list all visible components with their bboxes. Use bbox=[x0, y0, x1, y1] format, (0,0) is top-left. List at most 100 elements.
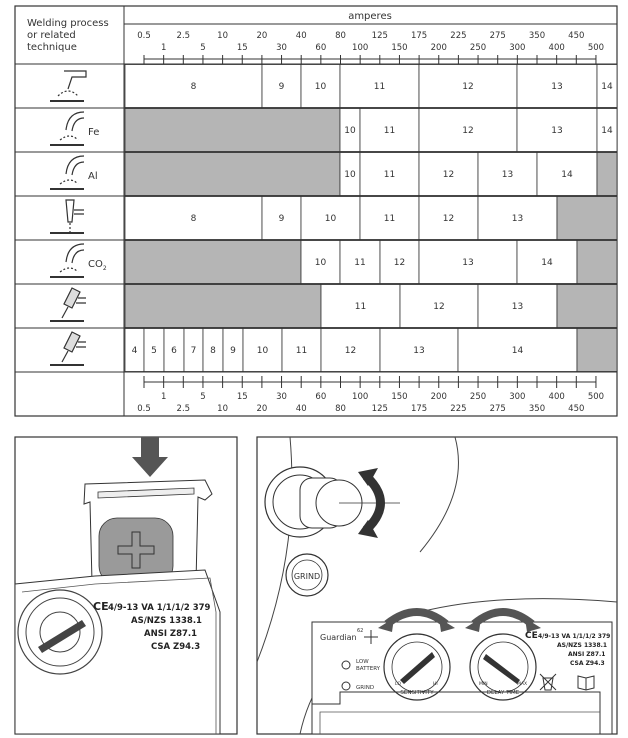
top-scale-label-upper: 0.5 bbox=[137, 31, 151, 41]
right-cert-line-2: AS/NZS 1338.1 bbox=[557, 642, 607, 649]
plasma-torch-icon bbox=[50, 199, 84, 234]
right-cert-line-3: ANSI Z87.1 bbox=[568, 651, 605, 658]
top-scale-label-lower: 500 bbox=[588, 43, 604, 53]
rotate-arrow-icon bbox=[362, 472, 385, 534]
top-scale-label-lower: 100 bbox=[352, 43, 368, 53]
top-scale-label-upper: 40 bbox=[296, 31, 307, 41]
shade-number: 10 bbox=[257, 346, 269, 356]
grind-led-label: GRIND bbox=[356, 685, 374, 691]
top-scale-label-upper: 20 bbox=[256, 31, 267, 41]
shade-cell bbox=[477, 196, 558, 240]
top-scale-label-lower: 200 bbox=[431, 43, 447, 53]
insert-arrow-icon bbox=[132, 437, 168, 477]
sensitivity-hi: HI bbox=[433, 681, 438, 687]
shade-cell-not-applicable bbox=[124, 108, 341, 152]
shade-number: 8 bbox=[191, 82, 197, 92]
bottom-scale-label-lower: 150 bbox=[391, 392, 407, 402]
bottom-scale-label-lower: 250 bbox=[470, 392, 486, 402]
top-scale-label-upper: 225 bbox=[450, 31, 466, 41]
left-cert-line-4: CSA Z94.3 bbox=[151, 642, 200, 652]
shade-cell-not-applicable bbox=[596, 152, 618, 196]
shade-number: 12 bbox=[443, 170, 454, 180]
shade-cell-not-applicable bbox=[124, 152, 341, 196]
shade-number: 14 bbox=[512, 346, 524, 356]
top-scale-label-lower: 60 bbox=[315, 43, 326, 53]
delay-time-label: DELAY TIME bbox=[487, 690, 520, 696]
battery-plus-icon bbox=[117, 531, 155, 569]
brand-logo-icon bbox=[364, 630, 378, 644]
shade-number: 12 bbox=[462, 126, 473, 136]
shade-number: 9 bbox=[279, 214, 285, 224]
shade-number: 13 bbox=[462, 258, 473, 268]
shade-number: 13 bbox=[551, 126, 562, 136]
recycle-bin-icon bbox=[539, 673, 557, 691]
shade-cell bbox=[359, 152, 420, 196]
bottom-scale-label-lower: 5 bbox=[200, 392, 205, 402]
shade-cell bbox=[300, 196, 361, 240]
shade-number: 12 bbox=[345, 346, 356, 356]
sensitivity-lo: LO bbox=[395, 681, 401, 687]
controls-panel: GRIND Guardian 62 LOW BATTERY GRIND LO H… bbox=[256, 436, 618, 735]
brand-model: 62 bbox=[357, 628, 363, 634]
bottom-scale-label-upper: 225 bbox=[450, 404, 466, 414]
shade-number: 7 bbox=[191, 346, 197, 356]
process-header-line-1: Welding process bbox=[27, 18, 109, 29]
shade-cell bbox=[242, 328, 283, 372]
right-cert-line-1: 4/9-13 VA 1/1/1/2 379 bbox=[538, 633, 610, 640]
shade-number: 13 bbox=[502, 170, 513, 180]
shade-number: 13 bbox=[551, 82, 562, 92]
shade-number: 12 bbox=[443, 214, 454, 224]
shade-number: 11 bbox=[384, 170, 395, 180]
top-scale-label-upper: 80 bbox=[335, 31, 346, 41]
bottom-scale-label-lower: 15 bbox=[237, 392, 248, 402]
shade-cell bbox=[418, 196, 479, 240]
brand-name: Guardian bbox=[320, 633, 357, 642]
left-cert-text: 4/9-13 VA 1/1/1/2 379 AS/NZS 1338.1 ANSI… bbox=[108, 603, 211, 652]
shade-number: 11 bbox=[355, 302, 366, 312]
shade-cell bbox=[320, 328, 381, 372]
top-scale-label-upper: 450 bbox=[568, 31, 584, 41]
process-header-line-3: technique bbox=[27, 42, 77, 53]
tig-torch-icon bbox=[50, 155, 85, 190]
right-cert-line-4: CSA Z94.3 bbox=[570, 660, 605, 667]
shade-number: 6 bbox=[171, 346, 177, 356]
shade-cell bbox=[300, 240, 341, 284]
shade-cell bbox=[457, 328, 578, 372]
shade-number: 13 bbox=[512, 302, 523, 312]
shade-number: 14 bbox=[561, 170, 573, 180]
amperes-label: amperes bbox=[348, 11, 392, 22]
shade-cell bbox=[359, 196, 420, 240]
bottom-scale-label-lower: 100 bbox=[352, 392, 368, 402]
top-scale-label-lower: 150 bbox=[391, 43, 407, 53]
shade-cell-not-applicable bbox=[124, 284, 322, 328]
bottom-scale-label-upper: 0.5 bbox=[137, 404, 151, 414]
grind-led bbox=[341, 681, 351, 691]
low-battery-label-1: LOW bbox=[356, 659, 369, 665]
shade-number: 12 bbox=[433, 302, 444, 312]
gouging-torch-icon bbox=[50, 287, 86, 322]
bottom-scale-label-upper: 10 bbox=[217, 404, 228, 414]
bottom-scale-label-lower: 30 bbox=[276, 392, 287, 402]
shade-cell bbox=[536, 152, 598, 196]
top-scale-label-upper: 175 bbox=[411, 31, 427, 41]
top-scale-label-upper: 275 bbox=[490, 31, 506, 41]
manual-book-icon bbox=[577, 675, 595, 691]
shade-cell bbox=[300, 64, 341, 108]
shade-row: 11 12 13 bbox=[15, 284, 618, 329]
top-scale-label-upper: 125 bbox=[372, 31, 388, 41]
dial-pointer bbox=[38, 620, 86, 653]
shade-number: 13 bbox=[413, 346, 424, 356]
electrode-holder-icon bbox=[50, 331, 86, 366]
bottom-scale-label-upper: 350 bbox=[529, 404, 545, 414]
bottom-scale-label-lower: 1 bbox=[161, 392, 166, 402]
shade-cell bbox=[359, 108, 420, 152]
shade-cell bbox=[320, 284, 401, 328]
tig-torch-icon bbox=[50, 111, 85, 146]
shade-number: 14 bbox=[601, 82, 613, 92]
